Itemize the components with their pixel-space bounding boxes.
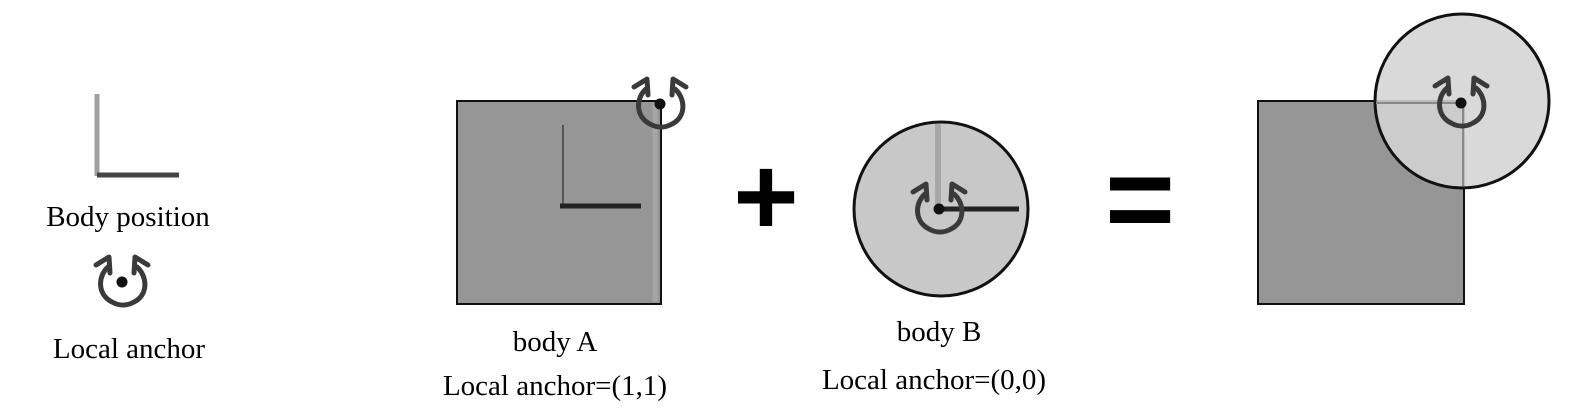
body-position-label: Body position <box>46 201 210 233</box>
body-b-label: body B <box>896 316 982 348</box>
body-position-axes-icon <box>94 94 179 178</box>
body-b-anchor-label: Local anchor=(0,0) <box>821 364 1047 396</box>
plus-operator: + <box>733 134 798 259</box>
body-b-shape <box>852 120 1030 298</box>
equals-operator: = <box>1105 132 1175 266</box>
combined-bodies-shape <box>1257 12 1551 305</box>
body-a-shape <box>456 79 686 305</box>
local-anchor-icon <box>96 257 148 305</box>
body-a-label: body A <box>512 326 598 358</box>
local-anchor-label: Local anchor <box>52 333 206 365</box>
body-a-anchor-label: Local anchor=(1,1) <box>442 370 668 402</box>
